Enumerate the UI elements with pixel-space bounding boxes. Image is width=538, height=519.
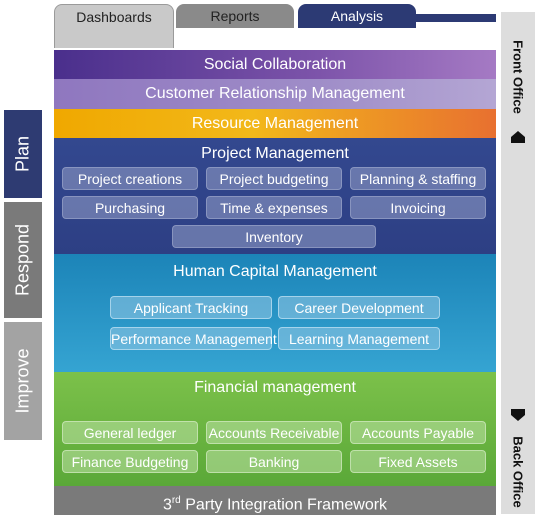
front-office-label: Front Office	[501, 32, 535, 122]
module-accounts-receivable: Accounts Receivable	[206, 421, 342, 444]
tab-dashboards[interactable]: Dashboards	[54, 4, 174, 48]
financial-management-title: Financial management	[194, 379, 356, 396]
side-label-improve: Improve	[4, 322, 42, 440]
back-office-text: Back Office	[510, 436, 526, 508]
plan-label: Plan	[12, 135, 33, 173]
module-invoicing: Invoicing	[350, 196, 486, 219]
module-learning-management: Learning Management	[278, 327, 440, 350]
respond-label: Respond	[12, 223, 33, 297]
financial-management-band: Financial management General ledger Acco…	[54, 372, 496, 486]
improve-label: Improve	[12, 348, 33, 414]
module-general-ledger: General ledger	[62, 421, 198, 444]
module-inventory: Inventory	[172, 225, 376, 248]
project-management-title: Project Management	[201, 145, 349, 162]
integration-superscript: rd	[171, 495, 181, 506]
tab-strip-underline	[416, 14, 496, 22]
module-project-creations: Project creations	[62, 167, 198, 190]
integration-framework-band: 3rd Party Integration Framework	[54, 486, 496, 515]
back-office-label: Back Office	[501, 432, 535, 512]
module-fixed-assets: Fixed Assets	[350, 450, 486, 473]
module-accounts-payable: Accounts Payable	[350, 421, 486, 444]
arrow-up-icon	[511, 131, 525, 143]
module-career-development: Career Development	[278, 296, 440, 319]
social-collaboration-band: Social Collaboration	[54, 50, 496, 79]
tab-strip: Dashboards Reports Analysis	[54, 0, 496, 48]
tab-reports[interactable]: Reports	[176, 4, 294, 28]
hcm-title: Human Capital Management	[173, 263, 377, 280]
module-finance-budgeting: Finance Budgeting	[62, 450, 198, 473]
project-management-band: Project Management Project creations Pro…	[54, 138, 496, 254]
integration-suffix: Party Integration Framework	[180, 496, 388, 514]
module-planning-staffing: Planning & staffing	[350, 167, 486, 190]
crm-band: Customer Relationship Management	[54, 79, 496, 109]
module-applicant-tracking: Applicant Tracking	[110, 296, 272, 319]
resource-management-band: Resource Management	[54, 109, 496, 138]
arrow-down-icon	[511, 409, 525, 421]
module-performance-management: Performance Management	[110, 327, 277, 350]
module-project-budgeting: Project budgeting	[206, 167, 342, 190]
side-label-plan: Plan	[4, 110, 42, 198]
tab-analysis[interactable]: Analysis	[298, 4, 416, 28]
office-axis-bar: Front Office Back Office	[501, 12, 535, 514]
module-banking: Banking	[206, 450, 342, 473]
integration-prefix: 3	[162, 496, 172, 514]
side-label-respond: Respond	[4, 202, 42, 318]
front-office-text: Front Office	[510, 40, 526, 114]
module-time-expenses: Time & expenses	[206, 196, 342, 219]
human-capital-management-band: Human Capital Management Applicant Track…	[54, 254, 496, 372]
module-purchasing: Purchasing	[62, 196, 198, 219]
